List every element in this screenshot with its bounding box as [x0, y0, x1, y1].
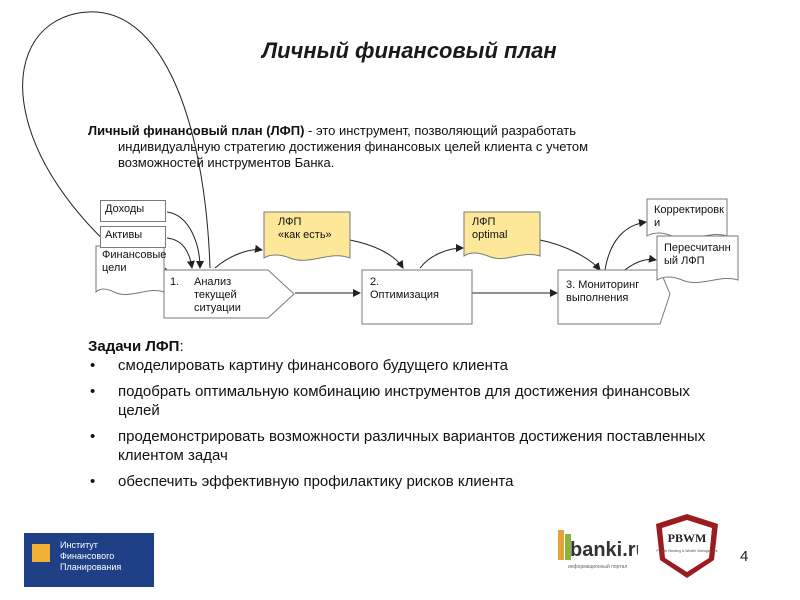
arrow-assets	[166, 237, 195, 269]
step3-shape	[557, 269, 671, 325]
task-item: подобрать оптимальную комбинацию инструм…	[88, 382, 708, 420]
step1-number: 1.	[170, 276, 180, 288]
intro-text-1: - это инструмент, позволяющий разработат…	[304, 123, 576, 138]
arrow-income	[166, 211, 204, 269]
input-goals: Финансовые цели	[102, 249, 167, 274]
pbwm-logo: PBWM Private Banking & Wealth Management	[656, 514, 718, 578]
doc-opt-shape	[463, 211, 541, 260]
step1-shape	[163, 269, 295, 319]
doc-asis-title: ЛФП	[278, 216, 302, 228]
tasks-heading-colon: :	[179, 338, 184, 355]
institute-line: Планирования	[60, 562, 122, 572]
task-item: обеспечить эффективную профилактику риск…	[88, 472, 708, 491]
feedback-loop-arrow	[22, 11, 211, 291]
doc-asis-shape	[263, 211, 351, 261]
arrow-asis-to-optimization	[349, 239, 404, 269]
institute-line: Финансового	[60, 551, 115, 561]
intro-text-2: индивидуальную стратегию достижения фина…	[118, 139, 589, 154]
step3-label: 3. Мониторинг выполнения	[566, 279, 640, 304]
banki-logo-sub: информационный портал	[568, 563, 627, 570]
page-title: Личный финансовый план	[262, 38, 557, 63]
pbwm-logo-text: PBWM	[668, 531, 707, 545]
step2-number: 2.	[370, 276, 380, 288]
page-number: 4	[740, 548, 749, 565]
institute-line: Институт	[60, 540, 98, 550]
step2-text: Оптимизация	[370, 289, 439, 301]
step2-label: 2. Оптимизация	[370, 276, 439, 302]
step2-shape	[361, 269, 473, 325]
intro-text-3: возможностей инструментов Банка.	[118, 155, 335, 170]
out-corrections: Корректировки	[654, 204, 724, 229]
input-income: Доходы	[100, 200, 166, 222]
task-item: смоделировать картину финансового будуще…	[88, 356, 708, 375]
doc-asis-subtitle: «как есть»	[278, 229, 332, 241]
institute-logo-square	[32, 544, 50, 562]
doc-asis: ЛФП «как есть»	[278, 216, 332, 242]
pbwm-logo-sub: Private Banking & Wealth Management	[656, 549, 717, 553]
intro-term: Личный финансовый план (ЛФП)	[88, 123, 305, 138]
intro-paragraph: Личный финансовый план (ЛФП) - это инстр…	[88, 123, 708, 171]
arrow-analysis-to-asis	[214, 244, 263, 269]
doc-goals-shape	[95, 245, 165, 296]
tasks-heading: Задачи ЛФП:	[88, 338, 184, 355]
out-recalc: Пересчитанный ЛФП	[664, 242, 731, 267]
doc-recalc-shape	[656, 235, 739, 284]
task-item: продемонстрировать возможности различных…	[88, 427, 708, 465]
arrow-monitoring-to-corrections	[604, 219, 647, 271]
doc-opt-title: ЛФП	[472, 216, 496, 228]
arrow-opt-to-monitoring	[539, 239, 601, 271]
institute-logo-text: Институт Финансового Планирования	[60, 540, 121, 573]
arrow-optimization-to-opt	[419, 244, 464, 269]
tasks-heading-text: Задачи ЛФП	[88, 338, 180, 355]
doc-optimal: ЛФП optimal	[472, 216, 507, 242]
input-assets: Активы	[100, 226, 166, 248]
banki-logo: banki.ru информационный портал	[558, 530, 638, 570]
step1-label: Анализ текущей ситуации	[194, 276, 241, 314]
institute-logo: Институт Финансового Планирования	[24, 533, 154, 587]
doc-opt-subtitle: optimal	[472, 229, 508, 241]
tasks-list: смоделировать картину финансового будуще…	[88, 356, 708, 498]
banki-logo-text: banki.ru	[570, 539, 638, 561]
